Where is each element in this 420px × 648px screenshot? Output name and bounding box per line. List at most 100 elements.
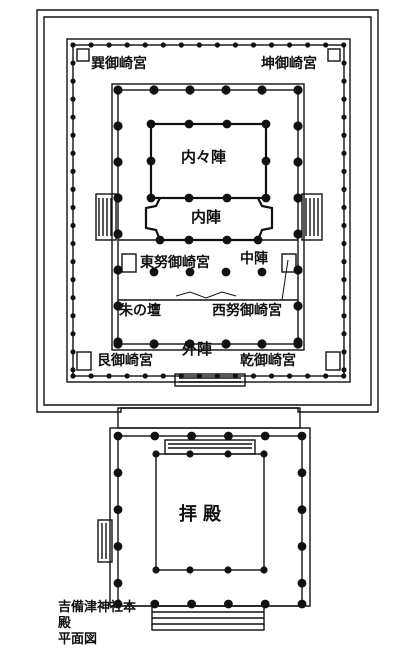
column: [214, 373, 220, 379]
column: [341, 78, 347, 84]
column: [113, 578, 123, 588]
column: [70, 331, 76, 337]
column: [146, 193, 156, 203]
column: [70, 168, 76, 174]
column: [232, 42, 239, 48]
label-west-shrine: 西努御崎宮: [212, 303, 282, 319]
column: [260, 431, 270, 441]
column: [261, 119, 271, 129]
column: [297, 505, 307, 514]
east-side-stair: [301, 193, 323, 241]
label-east-shrine: 東努御崎宮: [140, 255, 210, 271]
column: [297, 599, 307, 609]
column: [150, 599, 160, 609]
column: [224, 599, 233, 609]
column: [187, 599, 197, 609]
main-hall-inner-wall: [72, 44, 345, 377]
column: [297, 468, 307, 478]
column: [341, 42, 347, 48]
column: [184, 119, 194, 129]
column: [257, 339, 267, 349]
column: [152, 450, 160, 458]
column: [113, 301, 123, 311]
column: [113, 121, 123, 131]
column: [155, 235, 165, 245]
column: [146, 156, 156, 166]
column: [124, 42, 130, 48]
column: [341, 240, 347, 247]
column: [150, 431, 160, 441]
column: [341, 367, 347, 373]
label-shu-no-dan: 朱の壇: [119, 303, 161, 319]
column: [160, 42, 166, 48]
column: [146, 119, 156, 129]
column: [214, 42, 220, 48]
column: [341, 150, 347, 156]
column: [113, 229, 123, 239]
column: [250, 373, 257, 379]
label-inner-sanctum: 内陣: [191, 208, 222, 226]
column: [186, 566, 194, 574]
column: [224, 431, 233, 441]
column: [70, 186, 76, 192]
column: [70, 367, 76, 373]
column: [268, 373, 275, 379]
column: [341, 313, 347, 319]
column: [184, 235, 194, 245]
column: [70, 114, 76, 120]
column: [293, 265, 303, 275]
column: [70, 373, 76, 379]
column: [260, 566, 268, 574]
column: [250, 42, 257, 48]
column: [70, 277, 76, 283]
column: [341, 204, 347, 211]
column: [70, 132, 76, 138]
label-outer-sanctum: 外陣: [182, 340, 213, 358]
column: [70, 78, 76, 84]
column: [253, 235, 263, 245]
column: [293, 121, 303, 131]
column: [323, 373, 329, 379]
column: [341, 60, 347, 66]
column: [260, 450, 268, 458]
column: [113, 157, 123, 167]
column: [185, 85, 195, 95]
column: [113, 265, 123, 275]
column: [185, 339, 195, 349]
west-side-stair: [95, 193, 117, 241]
column: [305, 373, 311, 379]
column: [70, 150, 76, 156]
worship-hall-side-stair: [97, 519, 113, 563]
column: [70, 240, 76, 247]
column: [293, 229, 303, 239]
west-shrine-box: [281, 253, 297, 273]
column: [113, 85, 123, 95]
column: [185, 267, 195, 277]
column: [184, 193, 194, 203]
column: [341, 96, 347, 102]
column: [341, 114, 347, 120]
column: [113, 599, 123, 609]
middle-sanctum-inner-wall: [117, 89, 299, 345]
column: [178, 42, 184, 48]
column: [186, 450, 194, 458]
column: [160, 373, 166, 379]
east-shrine-box: [121, 253, 137, 273]
column: [293, 157, 303, 167]
label-worship-hall: 拝殿: [179, 504, 227, 525]
column: [187, 431, 197, 441]
column: [341, 331, 347, 337]
column: [341, 186, 347, 192]
column: [341, 168, 347, 174]
column: [196, 42, 202, 48]
column: [297, 431, 307, 441]
column: [305, 42, 311, 48]
column: [222, 119, 232, 129]
column: [149, 267, 159, 277]
label-ne-shrine: 坤御崎宮: [261, 56, 317, 72]
column: [257, 267, 267, 277]
column: [70, 204, 76, 211]
column: [224, 566, 232, 574]
column: [323, 42, 329, 48]
